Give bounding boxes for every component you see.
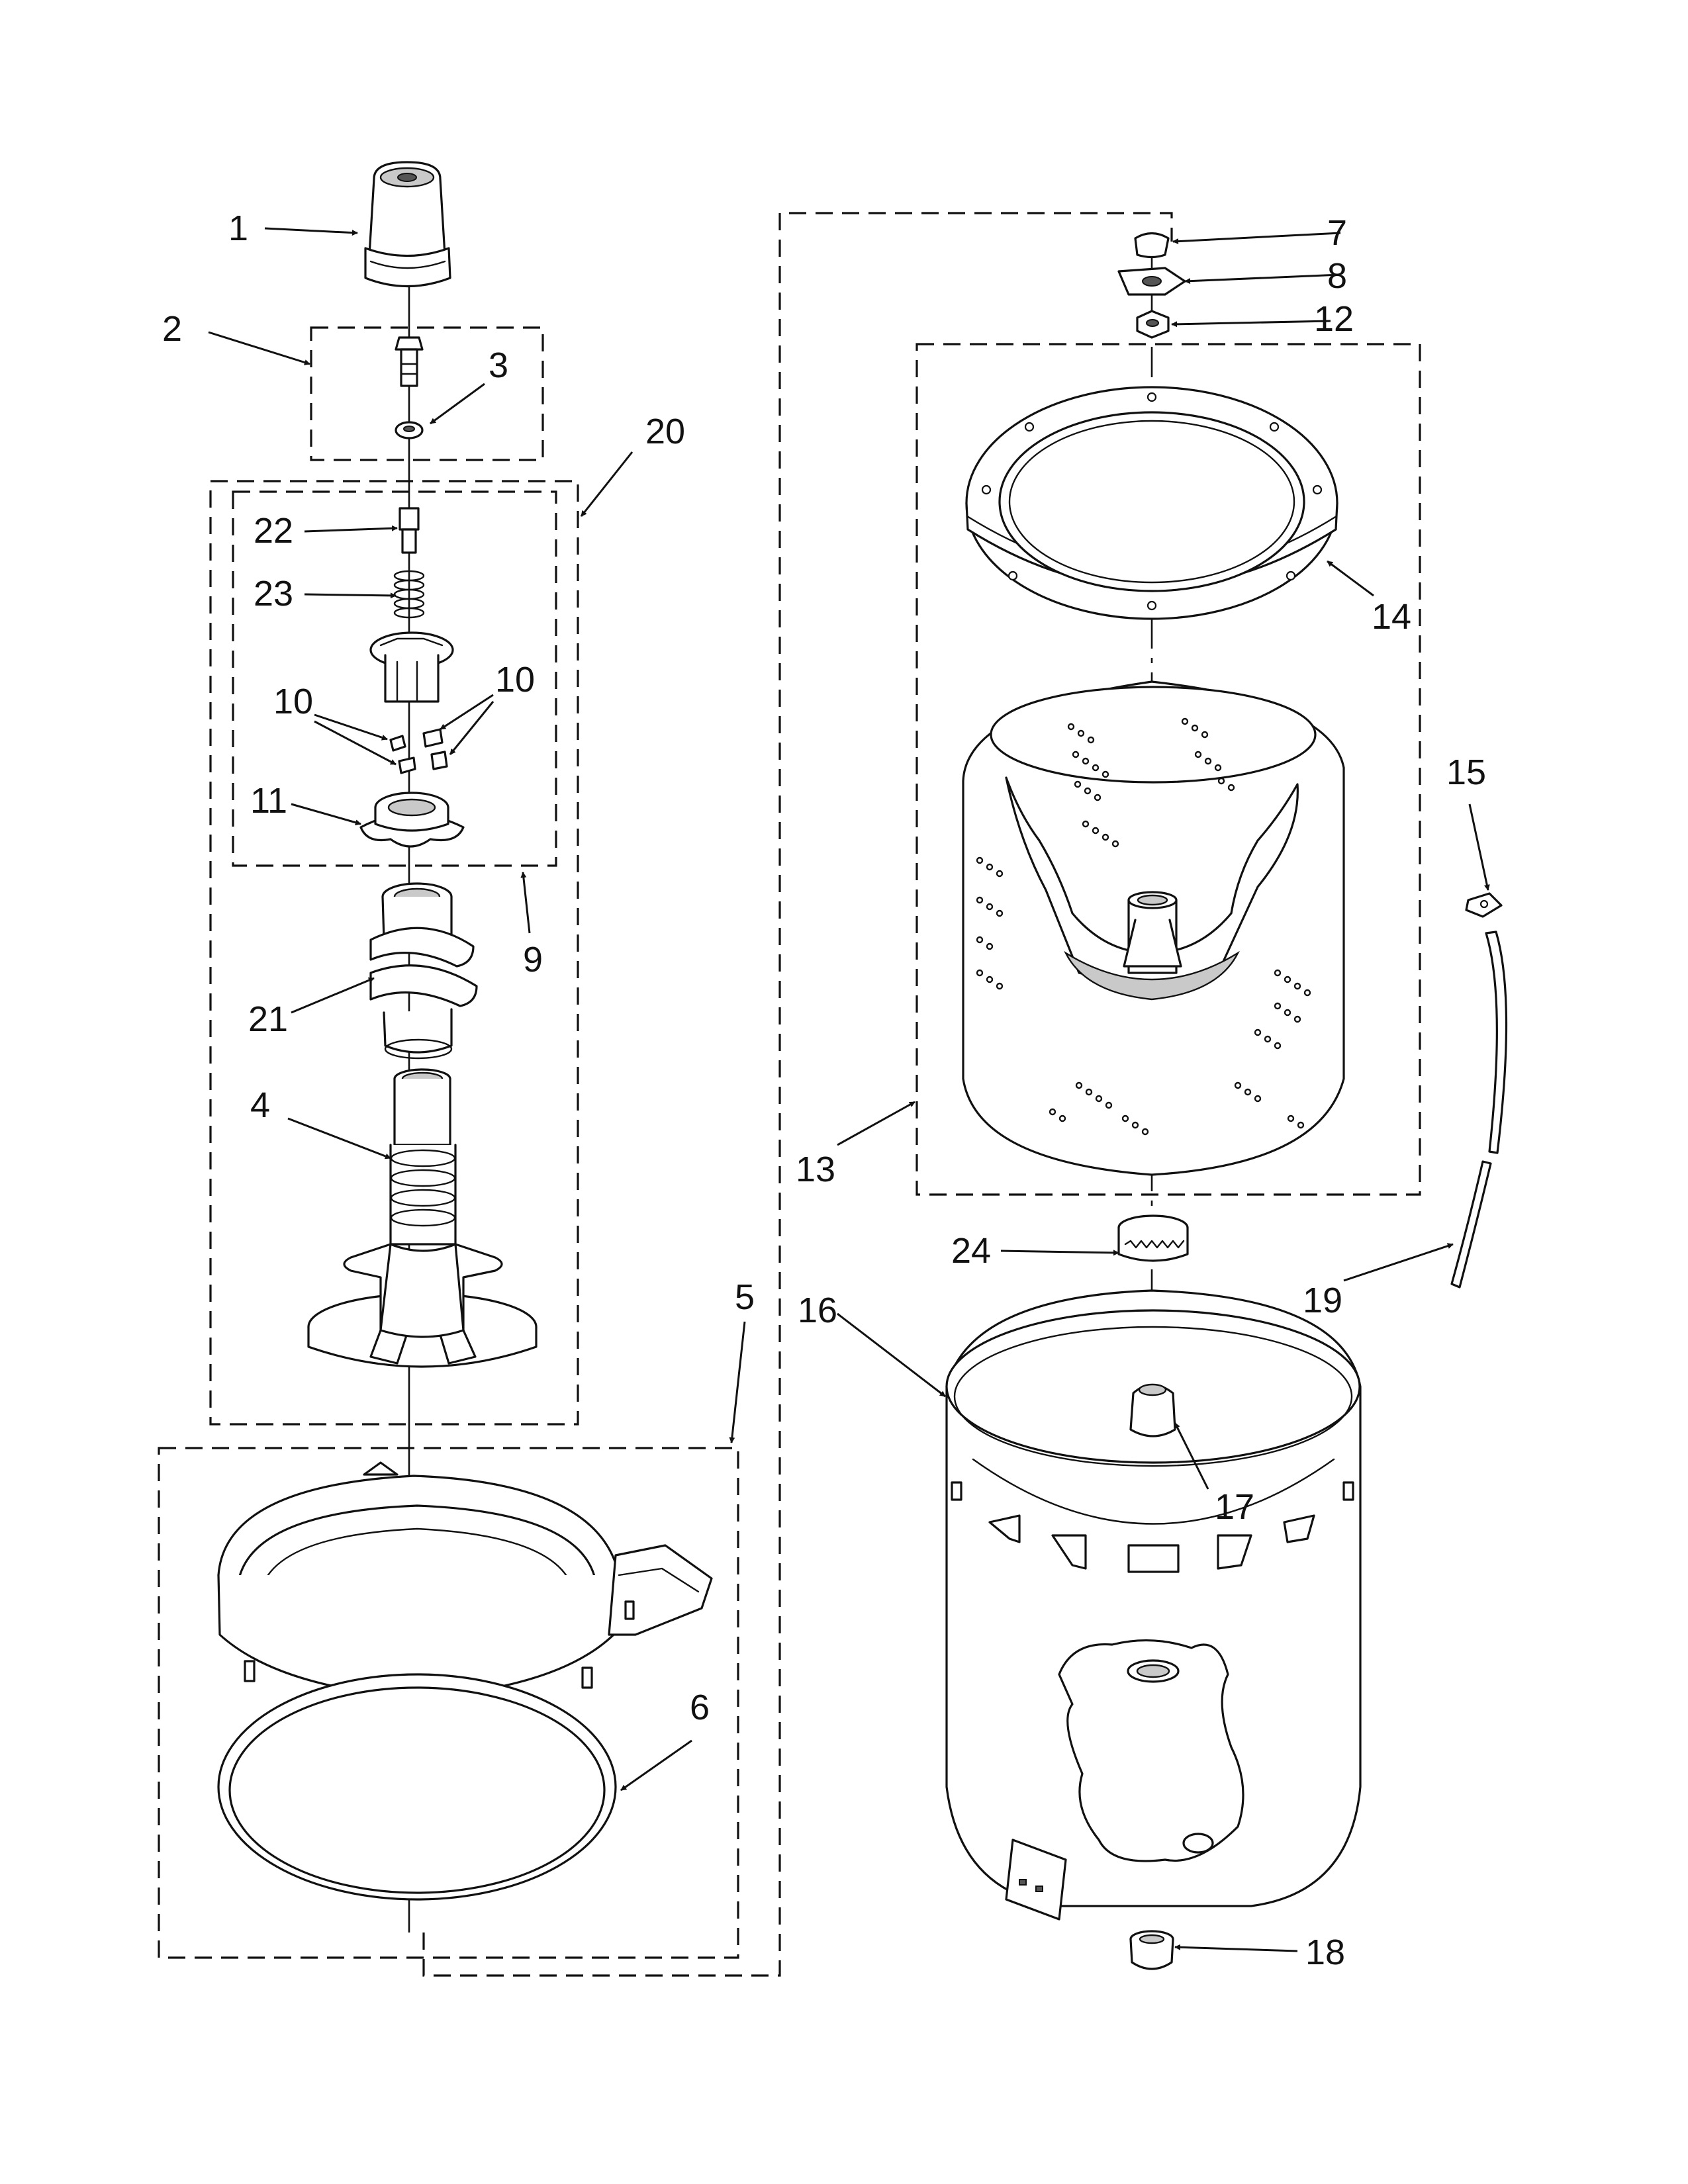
callout-13: 13	[796, 1150, 835, 1189]
callout-5: 5	[735, 1277, 755, 1317]
callout-4: 4	[250, 1085, 270, 1125]
part-6-tub-seal-ring	[217, 1673, 617, 1901]
group-box-5	[158, 1447, 739, 1959]
part-21-auger	[369, 882, 478, 1060]
part-14-balance-ring	[965, 386, 1338, 620]
part-17-fitting	[1129, 1383, 1176, 1437]
group-box-2	[310, 326, 544, 461]
callout-20: 20	[645, 412, 685, 451]
part-18-drain-plug	[1129, 1930, 1174, 1970]
callout-19: 19	[1303, 1281, 1342, 1320]
callout-22: 22	[254, 511, 293, 551]
part-22-dog-key	[399, 507, 420, 554]
callout-8: 8	[1327, 256, 1347, 296]
callout-11: 11	[250, 781, 287, 821]
cam-dog-holder	[369, 631, 454, 703]
callout-16: 16	[798, 1291, 837, 1330]
part-15-hose-clip	[1465, 892, 1503, 918]
linkage-dashed-line	[422, 212, 1173, 1977]
callout-9: 9	[523, 940, 543, 979]
callout-10-left: 10	[273, 682, 313, 721]
callout-1: 1	[228, 208, 248, 248]
part-16-outer-tub	[945, 1289, 1362, 1921]
part-13-spin-basket	[962, 680, 1345, 1176]
part-19-hose	[1450, 931, 1508, 1289]
callout-6: 6	[690, 1688, 710, 1727]
callout-18: 18	[1305, 1933, 1345, 1972]
part-24-clamp	[1117, 1214, 1189, 1262]
callout-15: 15	[1446, 752, 1486, 792]
part-23-spring	[393, 570, 425, 619]
part-7-clip	[1134, 232, 1170, 259]
part-3-washer	[395, 421, 424, 439]
callout-7: 7	[1327, 213, 1347, 253]
group-box-20	[209, 480, 579, 1426]
group-box-13	[915, 343, 1421, 1196]
callout-23: 23	[254, 574, 293, 614]
callout-10-right: 10	[495, 660, 535, 700]
callout-24: 24	[951, 1231, 991, 1271]
part-8-bracket	[1117, 267, 1186, 296]
part-2-bolt	[395, 336, 424, 387]
callout-3: 3	[489, 345, 508, 385]
callout-2: 2	[162, 309, 182, 349]
group-box-9	[232, 490, 557, 867]
leader-lines	[208, 227, 1490, 1952]
callout-12: 12	[1314, 299, 1354, 339]
callout-17: 17	[1215, 1487, 1254, 1527]
part-4-agitator-base	[307, 1068, 538, 1368]
part-12-nut	[1136, 310, 1170, 339]
part-5-tub-ring	[217, 1461, 713, 1725]
part-1-agitator-cap	[364, 161, 451, 288]
part-10-agitator-dogs	[389, 728, 448, 774]
callout-21: 21	[248, 999, 288, 1039]
callout-14: 14	[1372, 597, 1411, 637]
part-11-cam	[359, 792, 465, 848]
callout-labels: 1 2 3 20 22 23 10 10 11 9 21 4 5 6 7 8 1…	[162, 208, 1486, 1972]
